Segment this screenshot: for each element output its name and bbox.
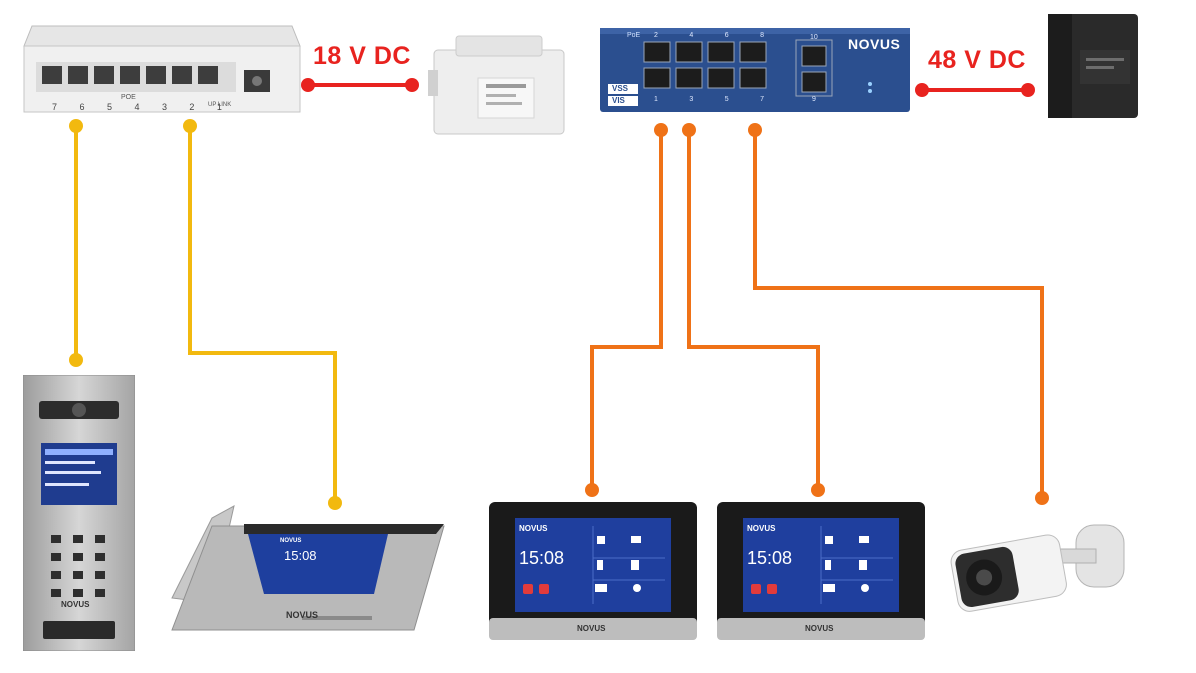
yellow-dot (183, 119, 197, 133)
port-number: 2 (189, 102, 195, 112)
desk-monitor-time: 15:08 (284, 548, 317, 563)
orange-dot (654, 123, 668, 137)
orange-dot (585, 483, 599, 497)
port-number: 4 (689, 32, 694, 39)
door-station-brand: NOVUS (61, 600, 90, 609)
wall-monitor-2-body (717, 502, 925, 640)
orange-line-camera (753, 130, 1044, 498)
orange-line-monitor-1 (590, 130, 663, 490)
port-number: 6 (79, 102, 85, 112)
desk-monitor-screen-brand: NOVUS (280, 538, 302, 544)
right-switch-poe-label: PoE (627, 32, 641, 39)
left-switch-uplink-label: UP LINK (208, 102, 232, 108)
left-poe-switch: POE 7 6 5 4 3 2 1 UP LINK (22, 14, 302, 118)
orange-dot (748, 123, 762, 137)
wall-monitor-2: 15:08 NOVUS NOVUS (717, 502, 925, 640)
yellow-line-desk-monitor (188, 126, 337, 503)
wall-monitor-1-time: 15:08 (519, 548, 565, 568)
yellow-dot (328, 496, 342, 510)
desk-monitor: 15:08 NOVUS NOVUS (152, 498, 448, 648)
port-number: 4 (134, 102, 140, 112)
yellow-dot (69, 119, 83, 133)
desk-monitor-brand: NOVUS (286, 610, 319, 620)
orange-dot (1035, 491, 1049, 505)
right-switch-body (600, 28, 910, 112)
wall-monitor-1: 15:08 NOVUS NOVUS (489, 502, 697, 640)
wall-monitor-2-brand: NOVUS (805, 624, 834, 633)
right-switch-top-numbers: 2 4 6 8 (654, 32, 764, 39)
novus-logo: NOVUS (848, 36, 901, 52)
camera-body (950, 524, 1125, 612)
vss-badge: VSS (612, 84, 629, 93)
uplink-number: 9 (812, 96, 816, 103)
wall-monitor-1-brand: NOVUS (577, 624, 606, 633)
power-dot (1021, 83, 1035, 97)
right-poe-switch: PoE 2 4 6 8 1 3 5 7 10 9 VSS VIS NOVUS (600, 28, 910, 112)
power-dot (301, 78, 315, 92)
port-number: 3 (689, 96, 694, 103)
port-number: 3 (161, 102, 167, 112)
wall-monitor-2-screen-brand: NOVUS (747, 524, 776, 533)
port-number: 8 (760, 32, 764, 39)
orange-dot (682, 123, 696, 137)
port-number: 2 (654, 32, 658, 39)
port-number: 5 (106, 102, 112, 112)
power-supply-18v (426, 30, 574, 138)
wall-monitor-1-screen-brand: NOVUS (519, 524, 548, 533)
power-label-18v: 18 V DC (313, 42, 411, 70)
port-number: 6 (724, 32, 729, 39)
door-station: NOVUS (22, 374, 136, 652)
port-number: 7 (52, 102, 58, 112)
uplink-number: 10 (810, 34, 818, 41)
door-station-body (22, 374, 136, 652)
right-switch-bottom-numbers: 1 3 5 7 (654, 96, 764, 103)
desk-monitor-body (171, 505, 445, 631)
orange-line-monitor-2 (687, 130, 820, 490)
left-switch-body (23, 25, 301, 113)
yellow-dot (69, 353, 83, 367)
power-label-48v: 48 V DC (928, 46, 1026, 74)
left-switch-port-numbers: 7 6 5 4 3 2 1 (52, 102, 222, 112)
power-dot (405, 78, 419, 92)
ip-camera (944, 515, 1134, 627)
orange-dot (811, 483, 825, 497)
wall-monitor-1-body (489, 502, 697, 640)
left-switch-poe-label: POE (121, 94, 136, 101)
wall-monitor-2-time: 15:08 (747, 548, 793, 568)
psu-48v-body (1048, 14, 1138, 118)
power-dot (915, 83, 929, 97)
power-supply-48v (1040, 10, 1146, 122)
port-number: 5 (724, 96, 729, 103)
vis-badge: VIS (612, 96, 625, 105)
port-number: 7 (760, 96, 764, 103)
port-number: 1 (216, 102, 222, 112)
port-number: 1 (654, 96, 658, 103)
psu-18v-body (428, 35, 565, 135)
